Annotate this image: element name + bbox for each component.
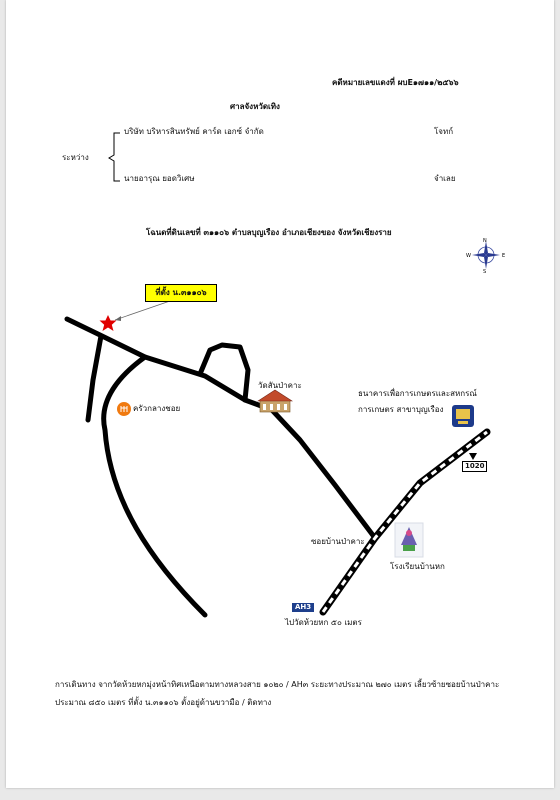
pin-label: ที่ตั้ง น.๓๑๑๐๖ [145,284,217,302]
temple-label: วัดสันป่าคาะ [258,381,302,390]
map-title: โฉนดที่ดินเลขที่ ๓๑๑๐๖ ตำบลบุญเรือง อำเภ… [146,228,392,237]
school-label: โรงเรียนบ้านหก [390,562,445,571]
plaintiff-name: บริษัท บริหารสินทรัพย์ คาร์ด เอกซ์ จำกัด [124,127,264,136]
case-number: คดีหมายเลขแดงที่ ผบE๑๗๑๑/๒๕๖๖ [332,78,459,87]
bank-label-line1: ธนาคารเพื่อการเกษตรและสหกรณ์ [358,389,477,398]
compass-icon [472,241,500,269]
main-road [64,316,378,541]
bank-logo-icon [452,405,474,427]
directions-line-2: ประมาณ ๘๕๐ เมตร ที่ตั้ง น.๓๑๑๐๖ ตั้งอยู่… [55,698,272,707]
curved-road [101,354,208,618]
highway-outline [319,428,491,616]
compass-s: S [483,269,486,275]
location-pin-icon [99,315,117,331]
route-number: 1020 [462,461,488,472]
compass-w: W [466,253,471,259]
left-branch-road [85,333,104,423]
pin-pointer-line [114,300,171,321]
between-label: ระหว่าง [62,153,89,162]
highway-badge: AH3 [292,603,315,612]
court-name: ศาลจังหวัดเทิง [230,102,280,111]
cafe-label: ครัวกลางชอย [133,404,181,413]
temple-icon [256,389,294,413]
compass-n: N [483,238,487,244]
highway-note: ไปวัดห้วยหก ๕๐ เมตร [285,618,362,627]
defendant-name: นายอารุณ ยอดวิเศษ [124,174,195,183]
defendant-role: จำเลย [434,174,456,183]
school-icon [394,522,424,558]
highway-dash [321,430,488,613]
plaintiff-role: โจทก์ [434,127,454,136]
party-bracket [108,132,120,182]
junction-label: ซอยบ้านป่าคาะ [311,537,365,546]
directions-line-1: การเดินทาง จากวัดห้วยหกมุ่งหน้าทิศเหนือต… [55,680,500,689]
route-shield-icon [469,453,477,460]
compass-e: E [502,253,505,259]
loop-road [197,342,251,403]
bank-label-line2: การเกษตร สาขาบุญเรือง [358,405,444,414]
restaurant-icon [117,402,131,416]
